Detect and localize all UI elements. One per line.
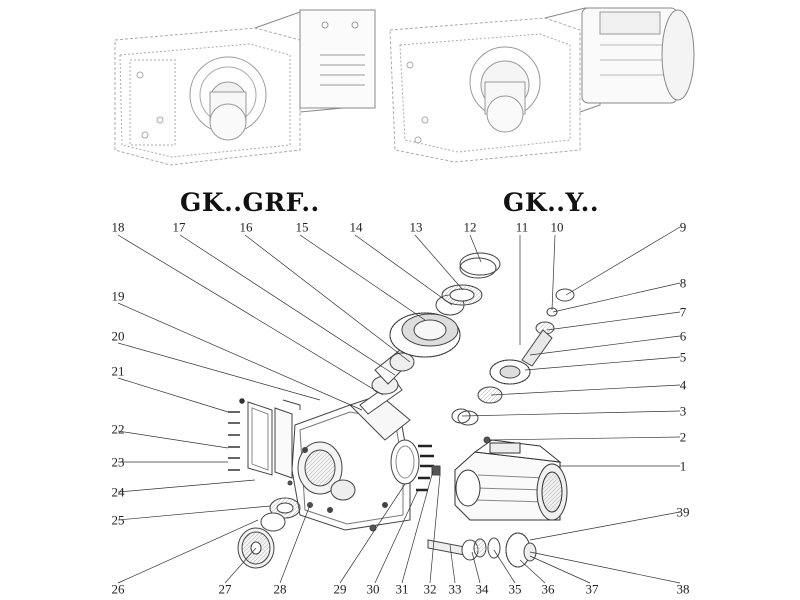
part-number-35: 35 — [508, 581, 522, 597]
part-number-22: 22 — [111, 421, 125, 437]
leader-lines — [117, 226, 681, 584]
part-number-16: 16 — [239, 219, 253, 235]
input-shaft-parts — [427, 532, 537, 568]
part-number-30: 30 — [366, 581, 380, 597]
part-number-5: 5 — [679, 349, 687, 365]
caption-left: GK..GRF.. — [180, 188, 320, 217]
part-number-32: 32 — [423, 581, 437, 597]
part-number-17: 17 — [172, 219, 186, 235]
part-number-36: 36 — [541, 581, 555, 597]
part-number-10: 10 — [550, 219, 564, 235]
gear-housing — [291, 394, 411, 532]
part-number-19: 19 — [111, 288, 125, 304]
part-number-14: 14 — [349, 219, 363, 235]
part-number-6: 6 — [679, 328, 687, 344]
assembled-gearmotor-right — [389, 7, 695, 163]
part-number-37: 37 — [585, 581, 599, 597]
assembled-gearbox-left — [114, 9, 376, 166]
part-number-2: 2 — [679, 429, 687, 445]
part-number-25: 25 — [111, 512, 125, 528]
gasket-and-cover — [247, 399, 301, 479]
part-number-20: 20 — [111, 328, 125, 344]
part-number-8: 8 — [679, 275, 687, 291]
pinion-shaft-assembly — [457, 288, 575, 426]
part-number-38: 38 — [676, 581, 690, 597]
electric-motor — [454, 439, 568, 521]
part-number-9: 9 — [679, 219, 687, 235]
part-number-29: 29 — [333, 581, 347, 597]
output-shaft-assembly — [359, 252, 501, 415]
part-number-28: 28 — [273, 581, 287, 597]
part-number-4: 4 — [679, 377, 687, 393]
part-number-31: 31 — [395, 581, 409, 597]
part-number-39: 39 — [676, 504, 690, 520]
part-number-1: 1 — [679, 458, 687, 474]
part-number-34: 34 — [475, 581, 489, 597]
part-number-13: 13 — [409, 219, 423, 235]
part-number-15: 15 — [295, 219, 309, 235]
part-number-3: 3 — [679, 403, 687, 419]
part-number-33: 33 — [448, 581, 462, 597]
part-number-11: 11 — [515, 219, 529, 235]
part-number-7: 7 — [679, 304, 687, 320]
part-number-12: 12 — [463, 219, 477, 235]
caption-right: GK..Y.. — [503, 188, 600, 217]
bearing-cover-assembly — [237, 480, 313, 569]
part-number-27: 27 — [218, 581, 232, 597]
part-number-26: 26 — [111, 581, 125, 597]
part-number-24: 24 — [111, 484, 125, 500]
part-number-18: 18 — [111, 219, 125, 235]
part-number-21: 21 — [111, 363, 125, 379]
intermediate-assembly — [390, 436, 491, 492]
part-number-23: 23 — [111, 454, 125, 470]
bolts-left — [228, 398, 245, 471]
